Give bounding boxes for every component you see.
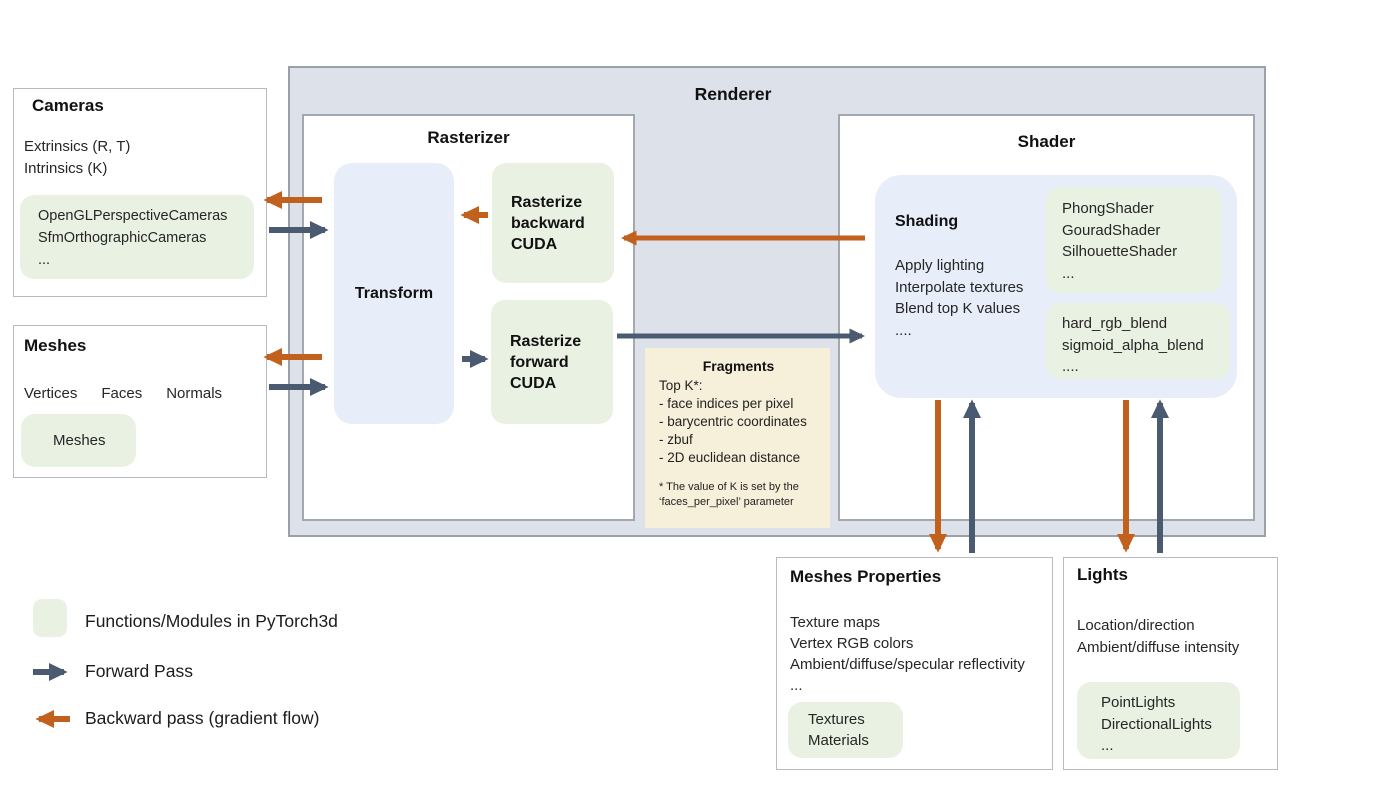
blend-module: hard_rgb_blend <box>1062 315 1168 332</box>
rasterize-forward-cuda-module: Rasterize forward CUDA <box>491 300 613 424</box>
fragments-title: Fragments <box>702 358 775 374</box>
meshes-properties-module: Materials <box>808 732 869 749</box>
shading-line: Interpolate textures <box>895 278 1024 296</box>
shading-line: .... <box>895 321 912 339</box>
meshes-properties-attribute: Texture maps <box>790 614 881 631</box>
shader-title: Shader <box>1017 132 1076 151</box>
lights-module: DirectionalLights <box>1101 715 1212 733</box>
transform-module: Transform <box>334 163 454 424</box>
legend-forward-label: Forward Pass <box>85 661 193 681</box>
cameras-title: Cameras <box>32 96 104 115</box>
fragments-line: Top K*: <box>659 378 703 393</box>
rasterize-backward-cuda-label: Rasterize backward CUDA <box>511 193 585 253</box>
meshes-attribute: Normals <box>166 385 223 402</box>
lights-attribute: Ambient/diffuse intensity <box>1077 638 1240 656</box>
blend-module: .... <box>1062 358 1079 375</box>
rasterizer-title: Rasterizer <box>427 128 510 147</box>
shader-module: ... <box>1062 264 1075 282</box>
meshes-properties-attributes: Texture maps Vertex RGB colors Ambient/d… <box>790 612 1025 696</box>
fragments-line: - 2D euclidean distance <box>659 450 801 465</box>
transform-label: Transform <box>354 285 434 302</box>
shader-module: GouradShader <box>1062 221 1161 239</box>
cameras-modules-box: OpenGLPerspectiveCameras SfmOrthographic… <box>20 195 254 279</box>
meshes-module: Meshes <box>53 432 106 449</box>
meshes-properties-attribute: Vertex RGB colors <box>790 635 914 652</box>
lights-module: ... <box>1101 737 1114 754</box>
cameras-module: SfmOrthographicCameras <box>38 230 207 246</box>
meshes-properties-attribute: ... <box>790 677 803 694</box>
meshes-properties-attribute: Ambient/diffuse/specular reflectivity <box>790 656 1025 673</box>
blend-modules-box: hard_rgb_blend sigmoid_alpha_blend .... <box>1046 303 1230 379</box>
shading-line: Blend top K values <box>895 300 1021 317</box>
legend-module-swatch <box>33 599 67 637</box>
shader-modules-box: PhongShader GouradShader SilhouetteShade… <box>1046 187 1222 293</box>
lights-attribute: Location/direction <box>1077 617 1195 634</box>
rasterize-forward-cuda-label: Rasterize forward CUDA <box>510 332 582 392</box>
lights-title: Lights <box>1077 565 1128 584</box>
meshes-properties-module: Textures <box>808 711 865 728</box>
cameras-module: OpenGLPerspectiveCameras <box>38 208 228 224</box>
blend-module: sigmoid_alpha_blend <box>1062 336 1204 354</box>
meshes-attribute: Faces <box>101 385 143 402</box>
cameras-attribute: Extrinsics (R, T) <box>24 138 131 155</box>
cameras-attribute: Intrinsics (K) <box>24 160 108 177</box>
lights-modules-box: PointLights DirectionalLights ... <box>1077 682 1240 759</box>
fragments-box: Fragments Top K*: - face indices per pix… <box>645 348 830 528</box>
meshes-properties-modules-box: Textures Materials <box>788 702 903 758</box>
legend-modules-label: Functions/Modules in PyTorch3d <box>85 611 338 631</box>
fragments-line: - zbuf <box>659 432 693 447</box>
fragments-line: - barycentric coordinates <box>659 414 807 429</box>
shading-description: Apply lighting Interpolate textures Blen… <box>895 255 1023 341</box>
meshes-attribute: Vertices <box>24 385 78 402</box>
meshes-module-box: Meshes <box>21 414 136 467</box>
shading-title: Shading <box>895 213 959 230</box>
shader-module: PhongShader <box>1062 200 1154 217</box>
shader-module: SilhouetteShader <box>1062 243 1178 260</box>
lights-attributes: Location/direction Ambient/diffuse inten… <box>1077 615 1239 658</box>
fragments-line: - face indices per pixel <box>659 396 794 411</box>
legend-backward-label: Backward pass (gradient flow) <box>85 708 320 728</box>
renderer-title: Renderer <box>694 84 772 104</box>
fragments-footnote: * The value of K is set by the ‘faces_pe… <box>659 481 799 508</box>
lights-module: PointLights <box>1101 694 1176 711</box>
cameras-attributes: Extrinsics (R, T) Intrinsics (K) <box>24 136 130 180</box>
cameras-module: ... <box>38 252 51 268</box>
meshes-attributes: Vertices Faces Normals <box>24 385 222 402</box>
meshes-title: Meshes <box>24 336 87 355</box>
shading-line: Apply lighting <box>895 257 985 274</box>
rasterize-backward-cuda-module: Rasterize backward CUDA <box>492 163 614 283</box>
meshes-properties-title: Meshes Properties <box>790 567 942 586</box>
